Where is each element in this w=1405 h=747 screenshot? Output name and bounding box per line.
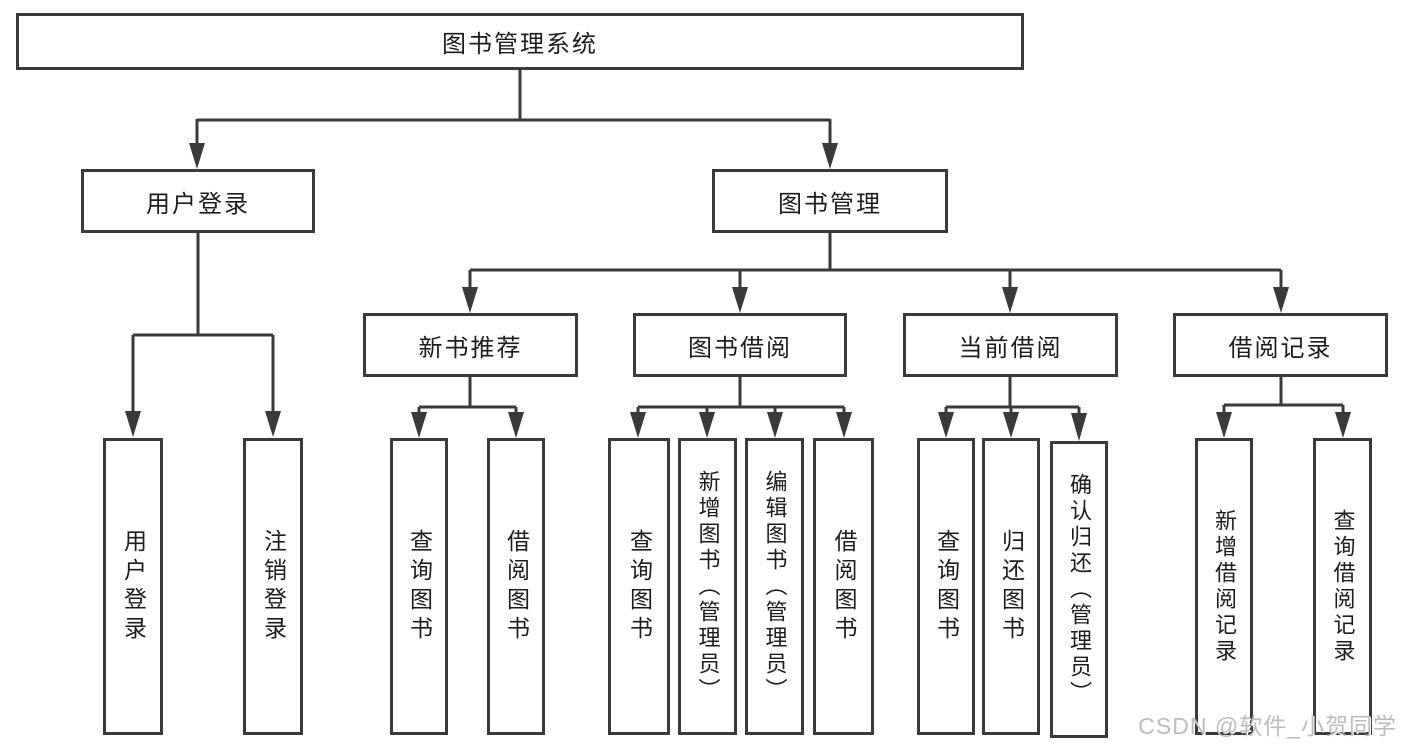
- node-book-borrow: 图书借阅: [633, 313, 847, 377]
- leaf-add-borrow-record-label: 新增借阅记录: [1212, 508, 1237, 665]
- leaf-confirm-return-admin: 确认归还（管理员）: [1050, 441, 1108, 738]
- leaf-borrow-books-label: 借阅图书: [831, 528, 857, 645]
- node-user-login: 用户登录: [81, 169, 315, 233]
- node-book-management: 图书管理: [712, 169, 948, 233]
- leaf-borrow-books: 借阅图书: [813, 438, 874, 735]
- node-current-borrow: 当前借阅: [903, 313, 1118, 377]
- leaf-confirm-return-admin-label: 确认归还（管理员）: [1067, 472, 1092, 707]
- leaf-query-borrow-record-label: 查询借阅记录: [1330, 508, 1356, 665]
- node-new-book-recommend-label: 新书推荐: [418, 334, 523, 362]
- node-library-system: 图书管理系统: [16, 13, 1024, 70]
- leaf-add-book-admin: 新增图书（管理员）: [678, 438, 737, 735]
- leaf-return-books-label: 归还图书: [998, 528, 1025, 645]
- leaf-logout-label: 注销登录: [260, 528, 287, 645]
- leaf-return-books: 归还图书: [982, 438, 1040, 735]
- node-borrow-records-label: 借阅记录: [1228, 334, 1333, 362]
- node-book-borrow-label: 图书借阅: [688, 334, 792, 362]
- leaf-query-books-recommend: 查询图书: [390, 438, 448, 735]
- leaf-query-books-current-label: 查询图书: [933, 528, 960, 645]
- leaf-borrow-books-recommend: 借阅图书: [487, 438, 545, 735]
- leaf-query-borrow-record: 查询借阅记录: [1313, 438, 1372, 735]
- node-user-login-label: 用户登录: [146, 190, 250, 218]
- leaf-query-books-borrow-label: 查询图书: [626, 528, 653, 645]
- node-current-borrow-label: 当前借阅: [958, 334, 1063, 362]
- node-borrow-records: 借阅记录: [1173, 313, 1388, 377]
- leaf-add-book-admin-label: 新增图书（管理员）: [695, 469, 721, 704]
- node-library-system-label: 图书管理系统: [442, 31, 598, 58]
- leaf-logout: 注销登录: [243, 438, 303, 735]
- leaf-user-login: 用户登录: [103, 438, 163, 735]
- leaf-edit-book-admin-label: 编辑图书（管理员）: [762, 469, 788, 704]
- watermark: CSDN @软件_小贺同学: [1138, 713, 1397, 739]
- leaf-user-login-label: 用户登录: [120, 528, 147, 645]
- node-new-book-recommend: 新书推荐: [363, 313, 578, 377]
- leaf-query-books-current: 查询图书: [917, 438, 975, 735]
- leaf-query-books-borrow: 查询图书: [608, 438, 670, 735]
- leaf-add-borrow-record: 新增借阅记录: [1195, 438, 1253, 735]
- leaf-edit-book-admin: 编辑图书（管理员）: [745, 438, 804, 735]
- leaf-borrow-books-recommend-label: 借阅图书: [503, 528, 530, 645]
- node-book-management-label: 图书管理: [778, 190, 882, 218]
- leaf-query-books-recommend-label: 查询图书: [406, 528, 433, 645]
